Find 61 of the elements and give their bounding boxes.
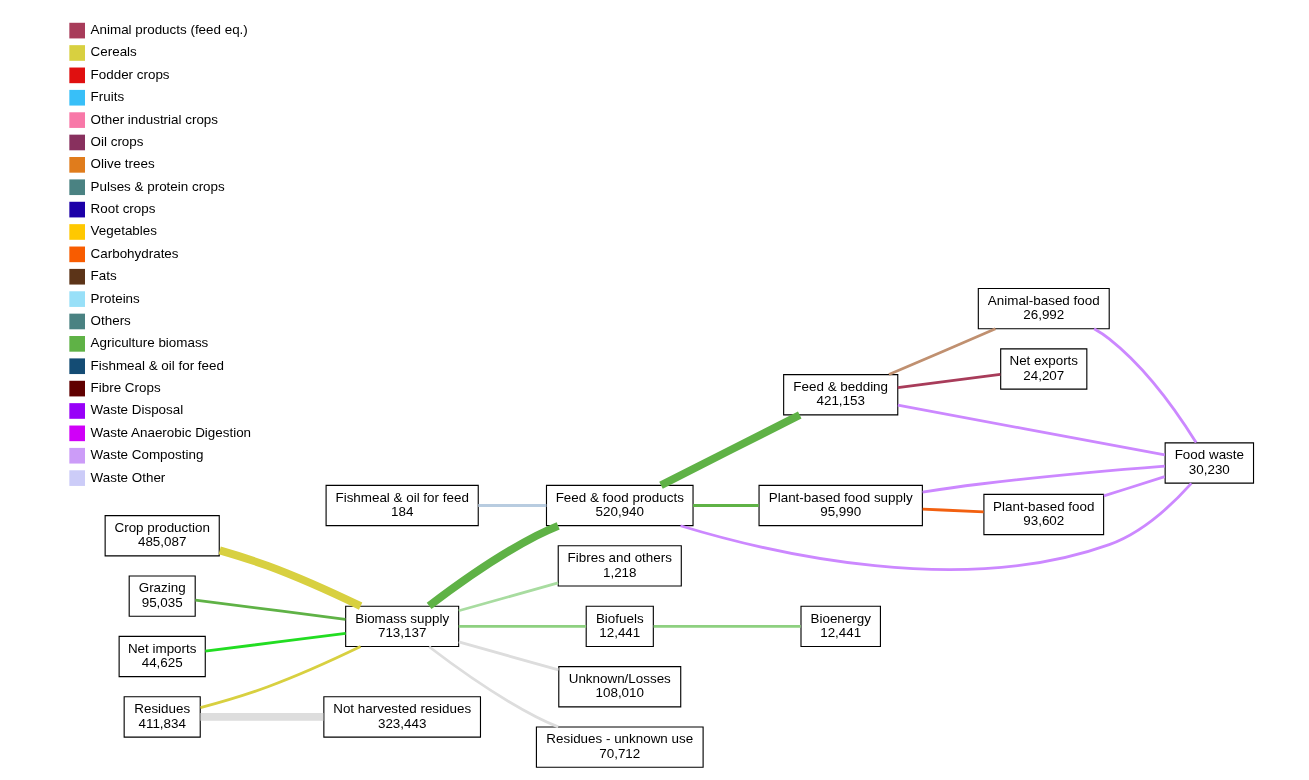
connector <box>477 504 546 507</box>
node-box: Bioenergy 12,441 <box>799 605 881 648</box>
node-box: Net imports 44,625 <box>118 635 206 678</box>
connector <box>692 504 759 507</box>
connector <box>457 640 559 672</box>
legend-label: Fruits <box>90 89 124 105</box>
node-box: Animal-based food 26,992 <box>977 287 1110 330</box>
node-box: Residues - unknown use 70,712 <box>535 726 704 768</box>
connector <box>204 632 346 653</box>
node-box: Grazing 95,035 <box>128 575 196 617</box>
node-box: Residues 411,834 <box>123 696 201 738</box>
connector <box>458 624 586 628</box>
legend-label: Vegetables <box>90 223 157 239</box>
connector <box>897 373 1001 389</box>
connector <box>218 546 362 610</box>
connector <box>1092 327 1197 444</box>
connector <box>426 522 560 610</box>
legend-label: Pulses & protein crops <box>90 178 225 194</box>
legend-label: Fishmeal & oil for feed <box>90 357 224 373</box>
node-box: Food waste 30,230 <box>1164 442 1254 484</box>
node-box: Not harvested residues 323,443 <box>322 696 481 738</box>
legend-label: Fibre Crops <box>90 380 161 396</box>
connector <box>658 411 801 489</box>
connector <box>921 464 1165 494</box>
legend-label: Fats <box>90 268 117 284</box>
node-box: Biofuels 12,441 <box>585 605 654 648</box>
node-box: Feed & bedding 421,153 <box>782 374 898 416</box>
legend-label: Waste Other <box>90 469 165 485</box>
node-box: Fibres and others 1,218 <box>557 545 682 587</box>
connector <box>457 581 558 613</box>
connector <box>199 713 323 721</box>
connector <box>427 645 559 729</box>
legend-label: Oil crops <box>90 133 143 149</box>
node-box: Plant-based food 93,602 <box>982 493 1104 536</box>
node-box: Net exports 24,207 <box>999 348 1087 390</box>
legend-label: Waste Anaerobic Digestion <box>90 424 251 440</box>
node-box: Fishmeal & oil for feed 184 <box>325 484 479 527</box>
legend-label: Waste Disposal <box>90 402 183 418</box>
legend-label: Other industrial crops <box>90 111 218 127</box>
legend-label: Others <box>90 312 131 328</box>
legend-label: Waste Composting <box>90 447 203 463</box>
node-box: Feed & food products 520,940 <box>545 484 694 527</box>
connector <box>922 507 984 514</box>
legend-label: Cereals <box>90 44 137 60</box>
connector <box>1102 475 1165 498</box>
legend-label: Animal products (feed eq.) <box>90 22 248 38</box>
connector <box>194 598 346 621</box>
connector <box>887 327 996 376</box>
node-box: Plant-based food supply 95,990 <box>758 484 923 527</box>
legend-label: Agriculture biomass <box>90 335 208 351</box>
legend-label: Carbohydrates <box>90 245 179 261</box>
legend-label: Olive trees <box>90 156 155 172</box>
legend-label: Fodder crops <box>90 66 170 82</box>
legend-label: Root crops <box>90 201 155 217</box>
connector <box>897 403 1165 457</box>
legend-label: Proteins <box>90 290 140 306</box>
node-box: Biomass supply 713,137 <box>344 605 459 648</box>
node-box: Crop production 485,087 <box>104 515 220 557</box>
connector <box>653 624 801 628</box>
node-box: Unknown/Losses 108,010 <box>557 666 681 708</box>
connector <box>199 645 361 709</box>
